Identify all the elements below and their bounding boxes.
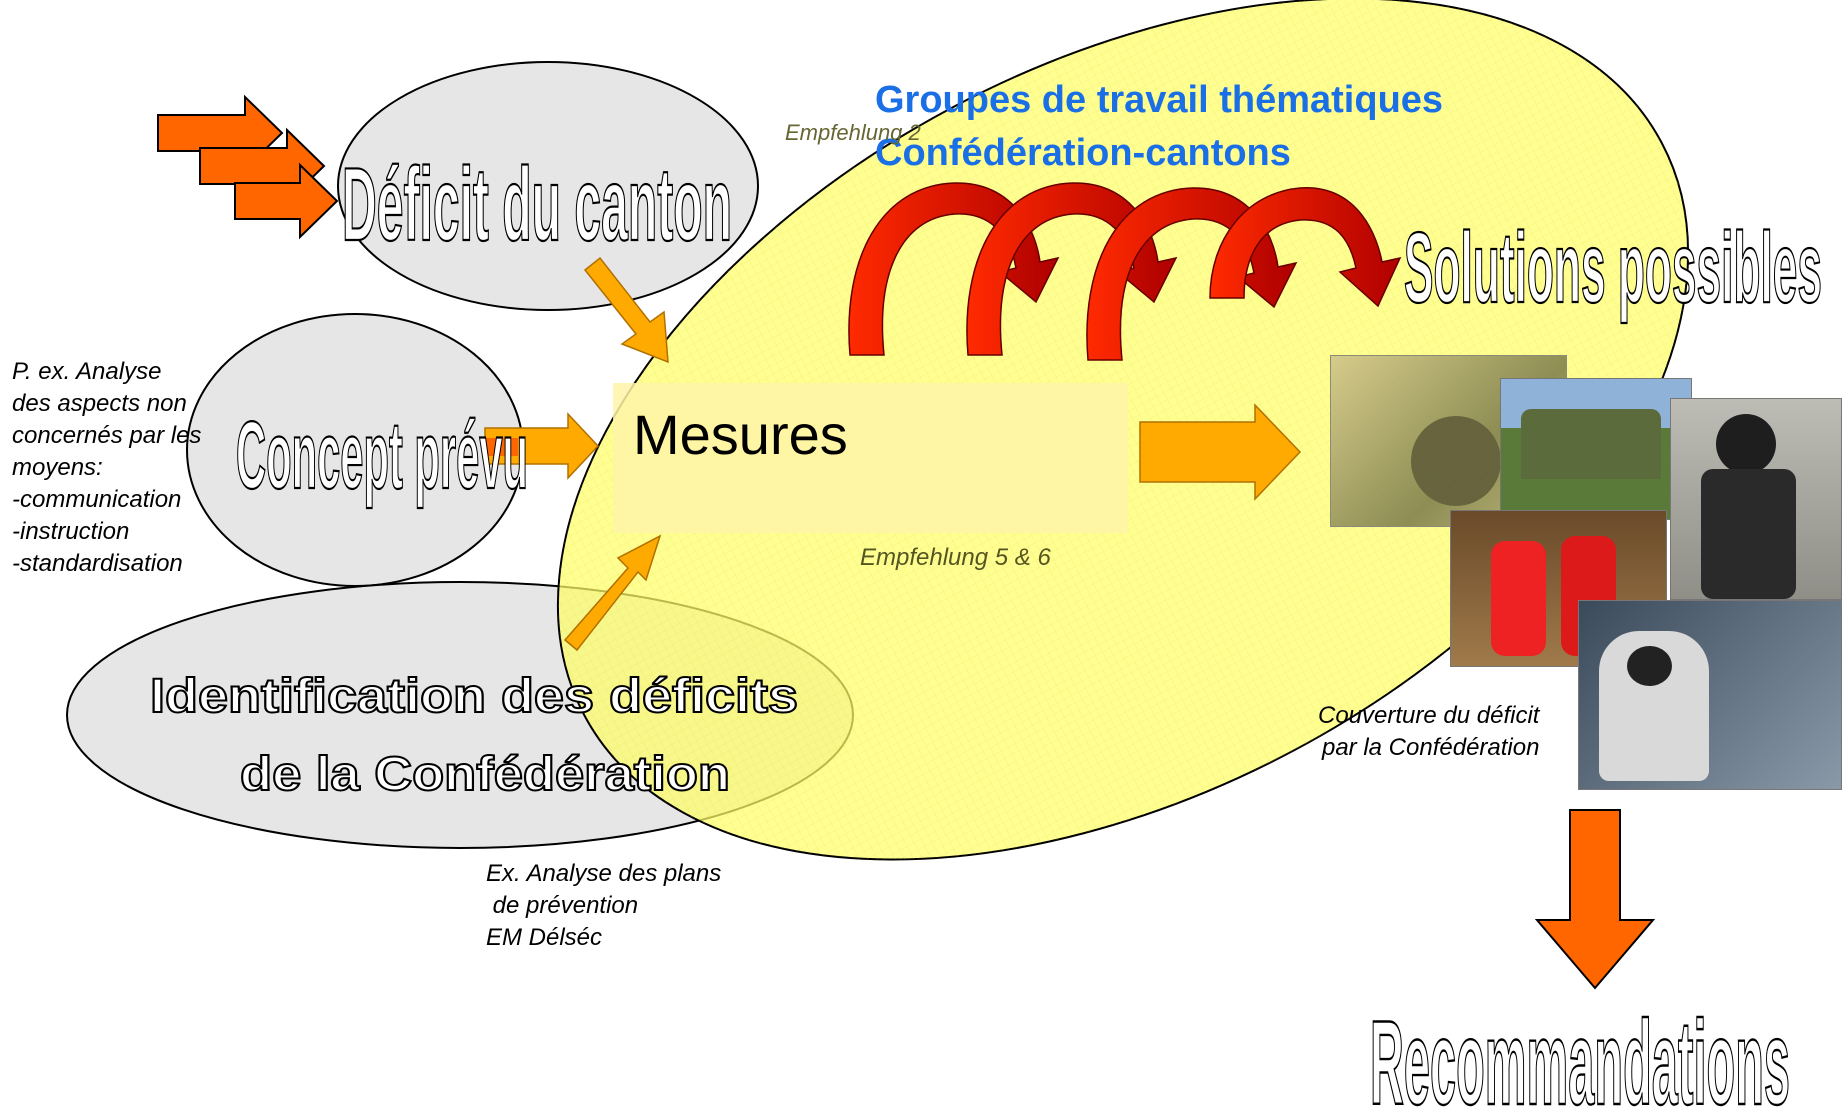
photo-tent — [1500, 378, 1692, 520]
recommandations-label: Recommandations — [1370, 996, 1790, 1119]
mesures-box — [613, 383, 1128, 533]
photo-protective-suit-black — [1670, 398, 1842, 600]
groupes-title-line2: Confédération-cantons — [875, 132, 1291, 174]
note-left: P. ex. Analyse des aspects non concernés… — [12, 358, 202, 577]
arrow-right-icon — [157, 94, 339, 240]
identification-label-line2: de la Confédération — [240, 748, 730, 801]
arrow-right-icon — [484, 256, 1302, 652]
empfehlung-2-label: Empfehlung 2 — [785, 120, 921, 145]
curved-arrow-icon — [848, 182, 1402, 361]
empfehlung-5-6-label: Empfehlung 5 & 6 — [860, 544, 1051, 571]
note-right: Couverture du déficit par la Confédérati… — [1318, 702, 1540, 761]
solutions-label: Solutions possibles — [1404, 212, 1822, 324]
concept-prevu-label: Concept prévu — [236, 402, 528, 509]
note-bottom: Ex. Analyse des plans de prévention EM D… — [486, 860, 722, 951]
photo-lab-technician — [1578, 600, 1842, 790]
mesures-label: Mesures — [633, 403, 848, 466]
deficit-canton-label: Déficit du canton — [342, 147, 732, 263]
arrow-down-icon — [1534, 809, 1656, 990]
deficit-canton-ellipse — [337, 61, 759, 311]
groupes-title-line1: Groupes de travail thématiques — [875, 79, 1443, 121]
identification-label-line1: Identification des déficits — [150, 670, 798, 723]
concept-arrow-stub — [486, 438, 518, 456]
